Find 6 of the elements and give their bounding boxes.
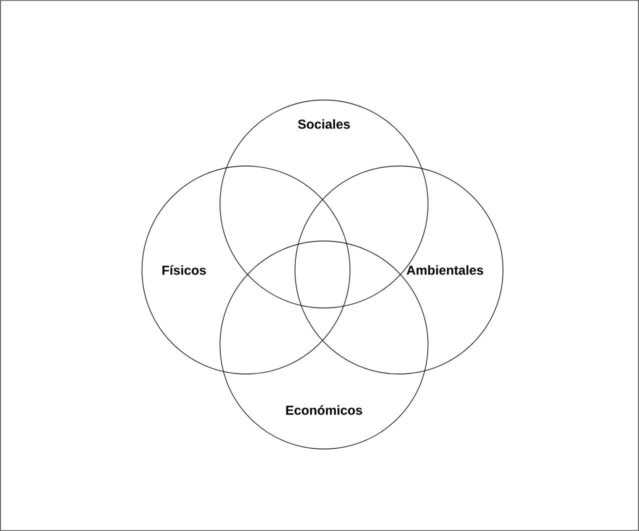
circle-label: Sociales: [298, 119, 350, 129]
venn-circle: [142, 166, 350, 374]
circle-label: Físicos: [162, 265, 206, 275]
circle-label: Económicos: [286, 405, 362, 415]
circle-label: Ambientales: [406, 265, 484, 275]
venn-circle: [294, 166, 504, 374]
